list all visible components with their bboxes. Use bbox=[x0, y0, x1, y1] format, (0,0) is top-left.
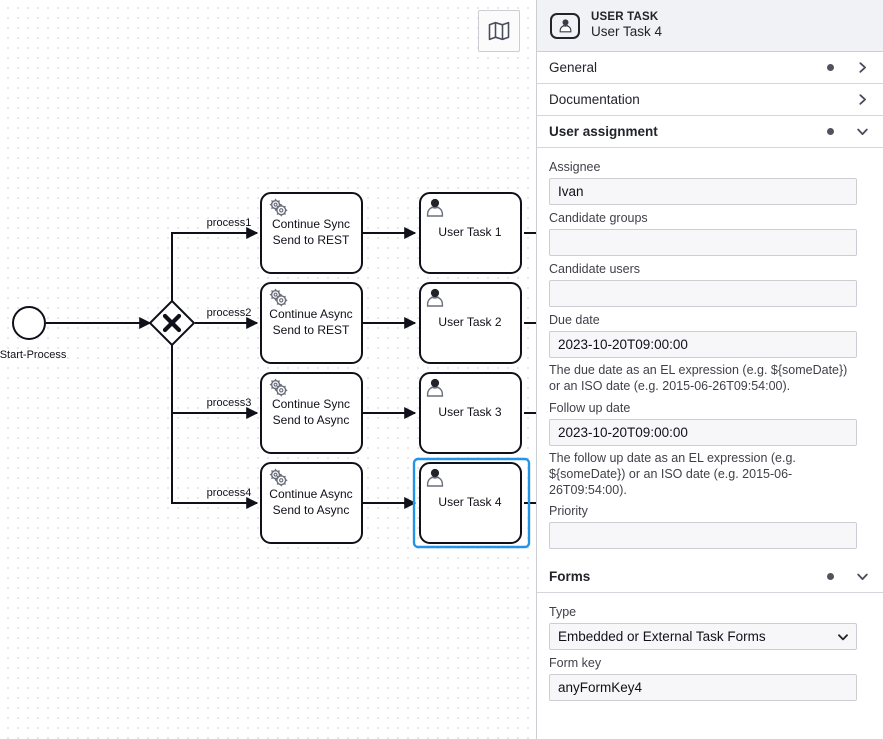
user-assignment-fields: Assignee Candidate groups Candidate user… bbox=[537, 148, 883, 561]
service-task-3-line1: Continue Sync bbox=[272, 397, 350, 411]
user-task-4[interactable]: User Task 4 bbox=[412, 457, 531, 549]
due-date-help: The due date as an EL expression (e.g. $… bbox=[549, 363, 848, 394]
group-header-general[interactable]: General bbox=[537, 52, 883, 84]
element-name-label: User Task 4 bbox=[591, 24, 663, 40]
user-task-2-label: User Task 2 bbox=[438, 315, 501, 329]
form-type-label: Type bbox=[549, 605, 577, 620]
chevron-down-icon bbox=[857, 573, 868, 581]
field-candidate-users: Candidate users bbox=[549, 262, 871, 307]
gears-icon bbox=[269, 288, 288, 307]
properties-panel: USER TASK User Task 4 General Documentat… bbox=[536, 0, 883, 739]
follow-up-date-label: Follow up date bbox=[549, 400, 631, 415]
gears-icon bbox=[269, 378, 288, 397]
group-header-user-assignment[interactable]: User assignment bbox=[537, 116, 883, 148]
sequence-flows bbox=[46, 227, 417, 509]
candidate-groups-label: Candidate groups bbox=[549, 211, 648, 225]
flow-label-process2: process2 bbox=[207, 307, 252, 319]
flow-label-process3: process3 bbox=[207, 397, 252, 409]
form-key-label: Form key bbox=[549, 656, 602, 671]
user-task-1-label: User Task 1 bbox=[438, 225, 501, 239]
follow-up-date-input[interactable] bbox=[549, 418, 857, 446]
service-task-4-line1: Continue Async bbox=[269, 487, 352, 501]
group-title-forms: Forms bbox=[549, 569, 591, 585]
user-task-4-label: User Task 4 bbox=[438, 495, 501, 509]
service-task-1[interactable]: Continue Sync Send to REST bbox=[260, 192, 363, 274]
field-candidate-groups: Candidate groups bbox=[549, 211, 871, 256]
assignee-label: Assignee bbox=[549, 160, 601, 174]
candidate-users-input[interactable] bbox=[549, 280, 857, 307]
follow-up-date-help: The follow up date as an EL expression (… bbox=[549, 450, 796, 498]
user-icon bbox=[426, 288, 444, 307]
flow-gateway-to-task1 bbox=[171, 227, 259, 301]
start-event[interactable]: Start-Process bbox=[0, 306, 67, 361]
due-date-input[interactable] bbox=[549, 331, 857, 358]
user-task-1[interactable]: User Task 1 bbox=[419, 192, 522, 274]
bpmn-canvas[interactable]: Start-Process process1 process2 process3… bbox=[0, 0, 536, 739]
user-task-3[interactable]: User Task 3 bbox=[419, 372, 522, 454]
user-task-2[interactable]: User Task 2 bbox=[419, 282, 522, 364]
group-title-general: General bbox=[549, 60, 598, 75]
priority-label: Priority bbox=[549, 504, 588, 519]
gears-icon bbox=[269, 468, 288, 487]
form-type-select[interactable]: Embedded or External Task Forms bbox=[549, 623, 857, 651]
field-due-date: Due date The due date as an EL expressio… bbox=[549, 313, 871, 395]
user-icon bbox=[426, 378, 444, 397]
group-header-forms[interactable]: Forms bbox=[537, 561, 883, 594]
candidate-users-label: Candidate users bbox=[549, 262, 641, 276]
group-dot-user-assignment bbox=[827, 128, 834, 135]
field-assignee: Assignee bbox=[549, 160, 871, 205]
flow-label-process1: process1 bbox=[207, 217, 252, 229]
service-task-2[interactable]: Continue Async Send to REST bbox=[260, 282, 363, 364]
properties-panel-body[interactable]: General Documentation User assignment bbox=[537, 52, 883, 739]
field-follow-up-date: Follow up date The follow up date as an … bbox=[549, 401, 871, 499]
group-dot-documentation bbox=[827, 96, 834, 103]
user-task-3-label: User Task 3 bbox=[438, 405, 501, 419]
form-key-input[interactable] bbox=[549, 674, 857, 702]
priority-input[interactable] bbox=[549, 522, 857, 550]
properties-panel-header: USER TASK User Task 4 bbox=[537, 0, 883, 52]
forms-fields: Type Embedded or External Task Forms For… bbox=[537, 593, 883, 713]
start-event-label: Start-Process bbox=[0, 349, 67, 361]
chevron-right-icon bbox=[859, 94, 867, 105]
chevron-down-icon bbox=[857, 128, 868, 136]
map-icon bbox=[488, 21, 510, 41]
service-task-4-line2: Send to Async bbox=[273, 503, 350, 517]
field-form-key: Form key bbox=[549, 656, 871, 702]
assignee-input[interactable] bbox=[549, 178, 857, 205]
user-task-icon bbox=[550, 12, 580, 39]
field-priority: Priority bbox=[549, 504, 871, 550]
gateway-x-icon bbox=[162, 313, 182, 333]
gears-icon bbox=[269, 198, 288, 217]
minimap-toggle-button[interactable] bbox=[478, 10, 520, 52]
group-title-user-assignment: User assignment bbox=[549, 124, 658, 139]
flow-gateway-to-task4 bbox=[171, 345, 259, 509]
group-dot-general bbox=[827, 64, 834, 71]
service-task-1-line2: Send to REST bbox=[273, 233, 350, 247]
candidate-groups-input[interactable] bbox=[549, 229, 857, 256]
group-header-documentation[interactable]: Documentation bbox=[537, 84, 883, 116]
service-task-2-line2: Send to REST bbox=[273, 323, 350, 337]
user-icon bbox=[426, 468, 444, 487]
service-task-3-line2: Send to Async bbox=[273, 413, 350, 427]
service-task-4[interactable]: Continue Async Send to Async bbox=[260, 462, 363, 544]
service-task-2-line1: Continue Async bbox=[269, 307, 352, 321]
element-type-label: USER TASK bbox=[591, 10, 659, 23]
user-icon bbox=[426, 198, 444, 217]
chevron-right-icon bbox=[859, 62, 867, 73]
group-dot-forms bbox=[827, 573, 834, 581]
field-form-type: Type Embedded or External Task Forms bbox=[549, 605, 871, 651]
service-task-3[interactable]: Continue Sync Send to Async bbox=[260, 372, 363, 454]
selection-outline bbox=[412, 457, 531, 549]
service-task-1-line1: Continue Sync bbox=[272, 217, 350, 231]
group-title-documentation: Documentation bbox=[549, 92, 640, 107]
exclusive-gateway[interactable] bbox=[148, 299, 196, 347]
flow-label-process4: process4 bbox=[207, 487, 252, 499]
due-date-label: Due date bbox=[549, 313, 600, 327]
